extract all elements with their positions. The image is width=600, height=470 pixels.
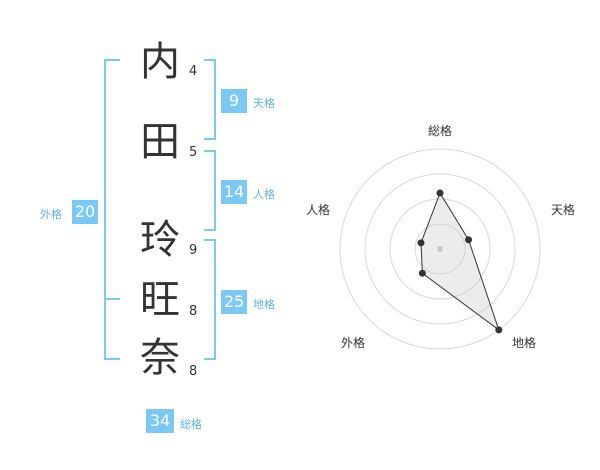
name-char-4: 旺	[140, 277, 180, 323]
radar-point-5	[417, 239, 425, 247]
jinkaku-label: 人格	[253, 188, 275, 201]
radar-axis-label-soukaku: 総格	[427, 124, 452, 138]
gaikaku-bracket	[104, 59, 120, 360]
radar-axis-label-jinkaku: 人格	[305, 203, 330, 217]
radar-point-2	[465, 236, 473, 244]
radar-axis-label-gaikaku: 外格	[340, 336, 365, 350]
name-char-3: 玲	[140, 217, 180, 263]
tenkaku-badge: 9	[221, 89, 247, 113]
tenkaku-bracket	[204, 59, 216, 140]
name-char-5: 奈	[140, 335, 180, 381]
stroke-count-2: 5	[189, 145, 198, 160]
jinkaku-badge: 14	[221, 180, 247, 204]
gaikaku-bracket-divider	[104, 298, 120, 300]
tenkaku-label: 天格	[253, 97, 275, 110]
soukaku-badge: 34	[146, 409, 174, 433]
chikaku-badge: 25	[221, 290, 247, 314]
name-char-1: 内	[140, 39, 180, 85]
stroke-count-4: 8	[189, 304, 198, 319]
gaikaku-label: 外格	[40, 208, 62, 221]
soukaku-label: 総格	[180, 418, 202, 431]
stroke-count-1: 4	[189, 64, 198, 79]
radar-point-3	[495, 326, 503, 334]
gaikaku-badge: 20	[72, 200, 98, 224]
radar-ring	[389, 198, 491, 300]
chikaku-label: 地格	[253, 298, 275, 311]
radar-ring	[339, 148, 541, 350]
radar-ring	[364, 173, 516, 325]
jinkaku-bracket	[204, 150, 216, 231]
chikaku-bracket	[204, 239, 216, 360]
radar-series-polygon	[420, 191, 500, 332]
stroke-count-3: 9	[189, 243, 198, 258]
radar-point-4	[418, 269, 426, 277]
radar-center-point	[437, 246, 443, 252]
stroke-count-5: 8	[189, 364, 198, 379]
radar-axis-label-chikaku: 地格	[511, 336, 536, 350]
name-char-2: 田	[140, 119, 180, 165]
radar-ring	[414, 223, 466, 275]
radar-axis-label-tenkaku: 天格	[550, 203, 575, 217]
radar-point-1	[436, 189, 444, 197]
